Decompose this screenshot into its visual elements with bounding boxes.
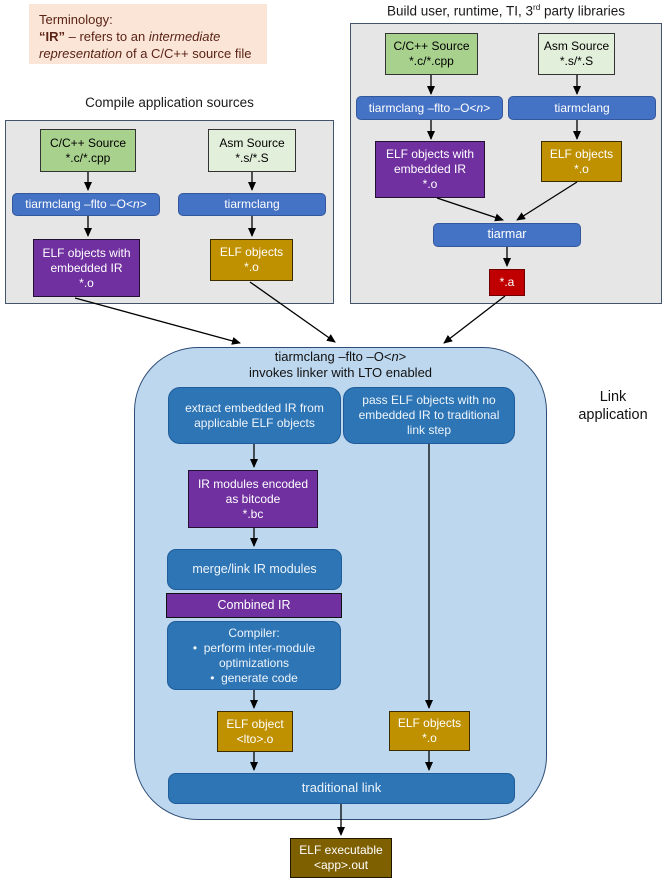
compile-section-title: Compile application sources: [85, 95, 254, 110]
node-elf-lto: ELF object <lto>.o: [217, 711, 293, 752]
terminology-body: “IR” – refers to an intermediate represe…: [39, 29, 252, 62]
node-tiarmclang-app: tiarmclang: [178, 193, 326, 216]
node-combined-ir: Combined IR: [166, 593, 342, 618]
node-elf-ir-app: ELF objects with embedded IR *.o: [33, 239, 140, 297]
terminology-note: Terminology: “IR” – refers to an interme…: [29, 4, 267, 64]
node-elf-executable: ELF executable <app>.out: [290, 838, 392, 878]
node-compiler: Compiler: • perform inter-module optimiz…: [167, 621, 341, 690]
node-tiarmar: tiarmar: [433, 223, 581, 247]
node-c-source-app: C/C++ Source *.c/*.cpp: [40, 129, 136, 172]
link-title-command: tiarmclang –flto –O<n>: [274, 349, 407, 364]
build-section-title: Build user, runtime, TI, 3rd party libra…: [386, 3, 626, 19]
node-asm-source-app: Asm Source *.s/*.S: [208, 129, 296, 172]
terminology-heading: Terminology:: [39, 12, 113, 27]
node-traditional-link: traditional link: [168, 773, 515, 804]
node-asm-source-lib: Asm Source *.s/*.S: [538, 33, 615, 75]
node-elf-objects-passthrough: ELF objects *.o: [389, 711, 470, 751]
node-elf-ir-lib: ELF objects with embedded IR *.o: [375, 141, 485, 198]
node-tiarmclang-lib: tiarmclang: [508, 96, 656, 120]
node-elf-objects-lib: ELF objects *.o: [541, 141, 622, 182]
node-ir-modules: IR modules encoded as bitcode *.bc: [188, 470, 318, 528]
node-c-source-lib: C/C++ Source *.c/*.cpp: [385, 33, 478, 75]
node-archive: *.a: [489, 269, 525, 296]
node-extract-ir: extract embedded IR from applicable ELF …: [168, 387, 341, 444]
link-application-label: Link application: [578, 388, 648, 423]
node-merge-link: merge/link IR modules: [167, 549, 342, 590]
link-title-subtitle: invokes linker with LTO enabled: [248, 365, 433, 380]
node-pass-elf: pass ELF objects with no embedded IR to …: [343, 387, 515, 444]
node-tiarmclang-flto-lib: tiarmclang –flto –O<n>: [356, 96, 503, 120]
node-tiarmclang-flto-app: tiarmclang –flto –O<n>: [12, 193, 160, 216]
arrow-elfir-app-to-link: [74, 297, 241, 345]
node-elf-objects-app: ELF objects *.o: [210, 239, 293, 281]
